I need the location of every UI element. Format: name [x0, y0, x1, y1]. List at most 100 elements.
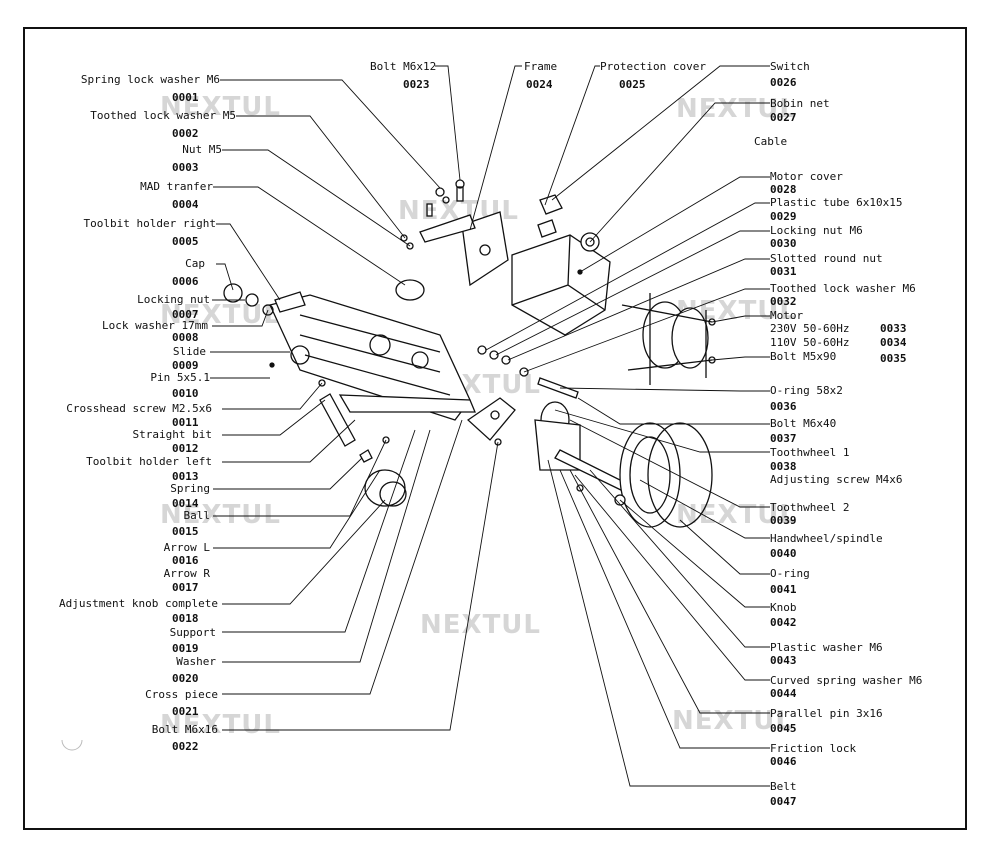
slide-hole: [369, 334, 391, 356]
code-0027: 0027: [770, 111, 797, 124]
label-washer: Washer: [176, 655, 216, 668]
mad-tranfer: [395, 279, 425, 301]
label-toothwheel-2: Toothwheel 2: [770, 501, 850, 514]
code-0028: 0028: [770, 183, 797, 196]
punch-mark: [61, 739, 83, 751]
label-belt: Belt: [770, 780, 797, 793]
spring: [359, 449, 373, 463]
nut: [406, 242, 414, 250]
code-0005: 0005: [172, 235, 199, 248]
label-adjusting-screw-m4x6: Adjusting screw M4x6: [770, 473, 903, 486]
label-adjustment-knob-complete: Adjustment knob complete: [59, 597, 218, 610]
bobin-net-inner: [585, 237, 595, 247]
code-0015: 0015: [172, 525, 199, 538]
ball: [382, 436, 390, 444]
motor-cover-edge: [511, 234, 606, 311]
pin: [269, 362, 275, 368]
code-0031: 0031: [770, 265, 797, 278]
label-crosshead-screw-m2-5x6: Crosshead screw M2.5x6: [66, 402, 212, 415]
lock-washer: [262, 304, 274, 316]
bolt-shank: [456, 186, 464, 202]
label-frame: Frame: [524, 60, 558, 73]
code-0036: 0036: [770, 400, 797, 413]
label-plastic-tube-6x10x15: Plastic tube 6x10x15: [770, 196, 903, 209]
label-motor: Motor: [770, 309, 804, 322]
label-bolt-m6x12: Bolt M6x12: [370, 60, 437, 73]
bolt-m6x40: [537, 377, 579, 399]
label-cross-piece: Cross piece: [145, 688, 218, 701]
handwheel-inner: [629, 436, 671, 514]
code-0011: 0011: [172, 416, 199, 429]
watermark: NEXTUL: [160, 500, 281, 530]
code-0019: 0019: [172, 642, 199, 655]
code-0038: 0038: [770, 460, 797, 473]
code-0042: 0042: [770, 616, 797, 629]
switch-body: [539, 194, 563, 215]
watermark: NEXTUL: [420, 610, 541, 640]
label-toolbit-holder-right: Toolbit holder right: [83, 217, 216, 230]
slide-base: [338, 394, 476, 413]
label-protection-cover: Protection cover: [600, 60, 706, 73]
label-straight-bit: Straight bit: [132, 428, 212, 441]
code-0030: 0030: [770, 237, 797, 250]
adjusting-screw: [576, 484, 584, 492]
code-0013: 0013: [172, 470, 199, 483]
diagram-frame: [23, 27, 967, 830]
code-0020: 0020: [172, 672, 199, 685]
o-ring-58x2: [647, 422, 713, 528]
slide-hole: [411, 351, 429, 369]
code-0032: 0032: [770, 295, 797, 308]
motor-rod-end: [708, 318, 716, 326]
code-0022: 0022: [172, 740, 199, 753]
label-locking-nut-m6: Locking nut M6: [770, 224, 863, 237]
washer: [435, 187, 445, 197]
label-toothed-lock-washer-m5: Toothed lock washer M5: [90, 109, 236, 122]
code-0014: 0014: [172, 497, 199, 510]
code-0003: 0003: [172, 161, 199, 174]
code-0004: 0004: [172, 198, 199, 211]
code-0023: 0023: [403, 78, 430, 91]
code-0026: 0026: [770, 76, 797, 89]
label-110v: 110V 50-60Hz: [770, 336, 850, 349]
code-0047: 0047: [770, 795, 797, 808]
code-0017: 0017: [172, 581, 199, 594]
label-toothed-lock-washer-m6: Toothed lock washer M6: [770, 282, 916, 295]
support-hole: [490, 410, 500, 420]
code-0046: 0046: [770, 755, 797, 768]
code-0001: 0001: [172, 91, 199, 104]
code-0035: 0035: [880, 352, 907, 365]
code-0043: 0043: [770, 654, 797, 667]
support-plate: [466, 397, 516, 441]
code-0037: 0037: [770, 432, 797, 445]
toolbit-holder-right: [274, 291, 306, 313]
code-0029: 0029: [770, 210, 797, 223]
code-0008: 0008: [172, 331, 199, 344]
straight-bit: [319, 393, 356, 447]
code-0034: 0034: [880, 336, 907, 349]
label-toolbit-holder-left: Toolbit holder left: [86, 455, 212, 468]
label-bolt-m5x90: Bolt M5x90: [770, 350, 837, 363]
label-lock-washer-17mm: Lock washer 17mm: [102, 319, 208, 332]
handwheel: [619, 422, 681, 528]
code-0002: 0002: [172, 127, 199, 140]
washer: [442, 196, 450, 204]
label-slide: Slide: [172, 345, 206, 358]
slide-hole: [290, 345, 310, 365]
code-0033: 0033: [880, 322, 907, 335]
slide-groove: [299, 314, 451, 396]
label-mad-tranfer: MAD tranfer: [140, 180, 213, 193]
nut: [400, 234, 408, 242]
frame-bracket: [419, 214, 476, 243]
watermark: NEXTUL: [676, 94, 797, 124]
leader-lines: [435, 65, 770, 787]
adjustment-knob-face: [379, 481, 407, 507]
label-spring-lock-washer-m6: Spring lock washer M6: [80, 73, 220, 86]
code-0045: 0045: [770, 722, 797, 735]
watermark: NEXTUL: [160, 710, 281, 740]
label-arrow-l: Arrow L: [163, 541, 210, 554]
bolt-shank: [426, 203, 433, 217]
label-bobin-net: Bobin net: [770, 97, 830, 110]
watermark: NEXTUL: [160, 300, 281, 330]
label-cap: Cap: [185, 257, 205, 270]
label-slotted-round-nut: Slotted round nut: [770, 252, 883, 265]
